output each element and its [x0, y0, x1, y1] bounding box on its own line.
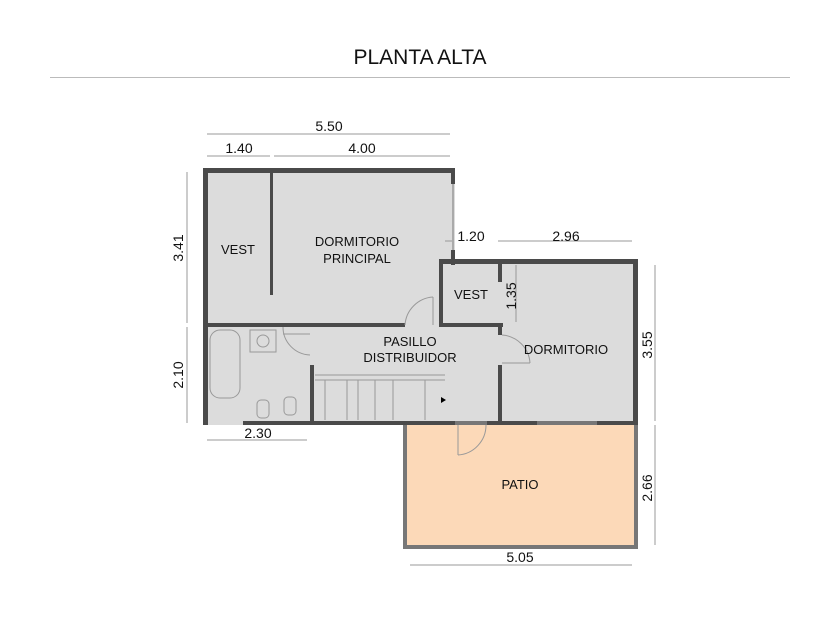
dim-bath-width: 2.30	[244, 425, 271, 441]
dim-vest-width: 1.40	[225, 140, 252, 156]
dim-upper-height: 3.41	[170, 234, 186, 261]
dimension-lines	[186, 133, 656, 566]
dim-total-width: 5.50	[315, 118, 342, 134]
plan-title: PLANTA ALTA	[353, 46, 487, 69]
dim-offset: 1.20	[457, 228, 484, 244]
dim-bath-height: 2.10	[170, 361, 186, 388]
dim-dorm-width: 4.00	[348, 140, 375, 156]
room-vest-1: VEST	[221, 242, 255, 257]
floor-right	[440, 262, 636, 425]
doors	[282, 296, 531, 456]
title-divider	[50, 77, 790, 78]
staircase	[315, 374, 445, 420]
room-dormitorio: DORMITORIO	[524, 342, 608, 357]
dim-dorm2-width: 2.96	[552, 228, 579, 244]
floor-upper	[205, 170, 455, 325]
dim-right-height: 3.55	[639, 331, 655, 358]
room-patio: PATIO	[501, 477, 538, 492]
walls	[203, 168, 638, 425]
patio-floor	[403, 421, 638, 549]
room-pasillo: PASILLO	[383, 334, 436, 349]
room-dormitorio-principal-2: PRINCIPAL	[323, 251, 391, 266]
room-dormitorio-principal: DORMITORIO	[315, 234, 399, 249]
bathroom-fixtures	[209, 329, 297, 419]
room-vest-2: VEST	[454, 287, 488, 302]
stair-arrow-icon	[441, 397, 446, 403]
room-pasillo-2: DISTRIBUIDOR	[363, 350, 456, 365]
dim-patio-height: 2.66	[639, 474, 655, 501]
dim-vest2-height: 1.35	[503, 282, 519, 309]
dim-patio-width: 5.05	[506, 549, 533, 565]
